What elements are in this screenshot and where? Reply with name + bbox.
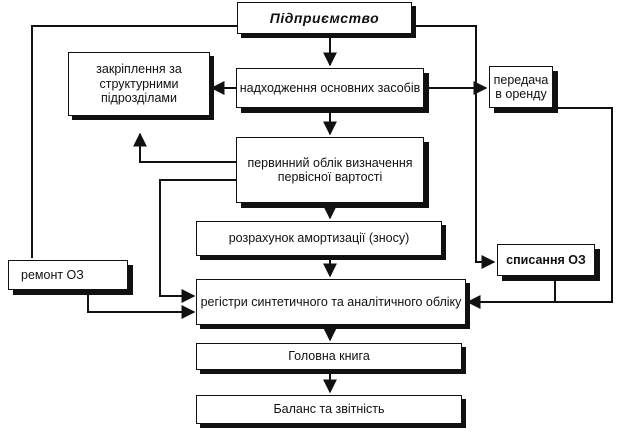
node-registers-label: регістри синтетичного та аналітичного об… — [200, 294, 462, 309]
node-repair: ремонт ОЗ — [8, 260, 128, 290]
node-depreciation-label: розрахунок амортизації (зносу) — [228, 231, 410, 246]
arrow-repair-to-registers — [87, 290, 196, 319]
node-receipt: надходження основних засобів — [236, 68, 424, 108]
node-lease: передача в оренду — [489, 66, 553, 108]
arrow-lease-to-registers — [466, 107, 613, 309]
node-writeoff: списання ОЗ — [497, 244, 595, 276]
arrow-enterprise-to-writeoff — [412, 25, 496, 269]
node-assignment: закріплення за структурними підрозділами — [68, 52, 210, 116]
arrow-accounting-to-registers — [159, 179, 236, 303]
node-writeoff-label: списання ОЗ — [506, 252, 586, 267]
node-ledger-label: Головна книга — [288, 349, 370, 364]
node-repair-label: ремонт ОЗ — [21, 267, 84, 282]
line-enterprise-to-repair — [31, 25, 237, 258]
node-assignment-label: закріплення за структурними підрозділами — [96, 62, 182, 106]
node-enterprise: Підприємство — [237, 2, 412, 34]
node-registers: регістри синтетичного та аналітичного об… — [196, 279, 466, 325]
node-depreciation: розрахунок амортизації (зносу) — [196, 221, 442, 256]
node-balance-label: Баланс та звітність — [273, 402, 385, 417]
node-lease-label: передача в оренду — [493, 72, 549, 101]
node-ledger: Головна книга — [196, 343, 462, 370]
node-initial-accounting: первинний облік визначення первісної вар… — [236, 137, 424, 203]
node-enterprise-label: Підприємство — [269, 9, 380, 26]
node-initial-accounting-label: первинний облік визначення первісної вар… — [247, 155, 413, 184]
node-receipt-label: надходження основних засобів — [239, 80, 421, 95]
node-balance: Баланс та звітність — [196, 395, 462, 424]
arrow-accounting-to-assignment — [133, 132, 236, 163]
